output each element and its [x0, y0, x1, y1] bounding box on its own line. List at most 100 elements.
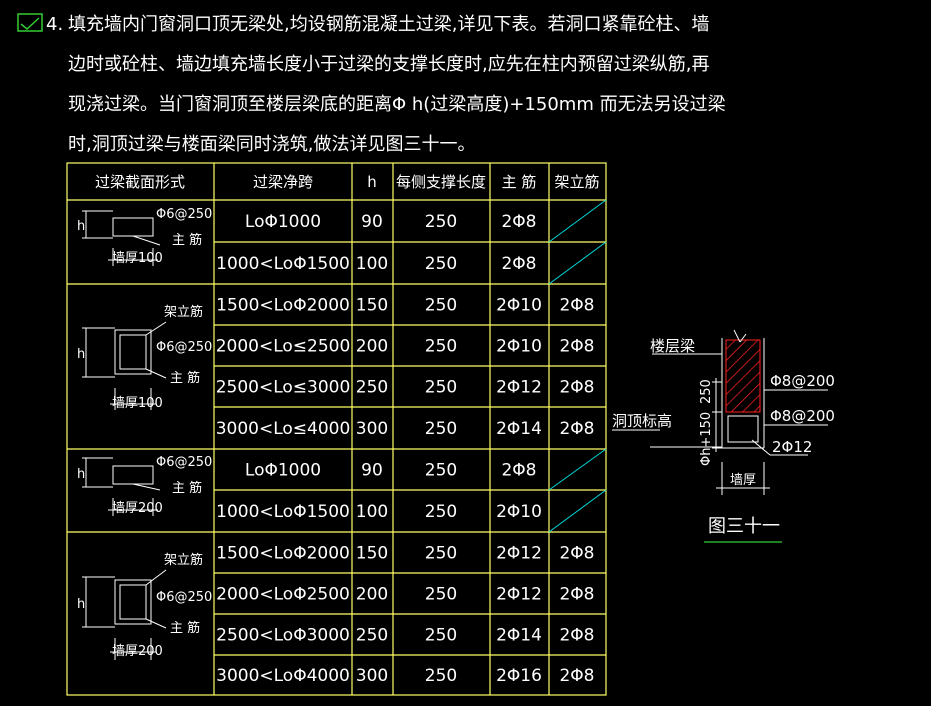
table-cell: 2Φ8 — [559, 296, 594, 316]
sketch-4-main: 主 筋 — [170, 620, 200, 636]
sketch-4-h: h — [77, 597, 85, 612]
header-section: 过梁截面形式 — [95, 173, 185, 191]
table-header: 过梁截面形式 过梁净跨 h 每侧支撑长度 主 筋 架立筋 — [95, 173, 600, 191]
table-cell: 2000<LoΦ2500 — [216, 585, 350, 605]
table-cell: 2Φ10 — [496, 296, 542, 316]
table-cell: 2Φ10 — [496, 502, 542, 522]
table-cell: 1000<LoΦ1500 — [216, 254, 350, 274]
section-sketch-1 — [82, 210, 161, 266]
figure-rebar-main: 2Φ12 — [772, 438, 812, 456]
sketch-3-h: h — [77, 467, 85, 482]
figure-dim-h150: Φh+150 — [699, 412, 714, 466]
table-cell: 250 — [425, 544, 457, 564]
sketch-1-wall: 墙厚100 — [112, 251, 163, 266]
sketch-4-stirrup: Φ6@250 — [156, 590, 212, 605]
sketch-2-wall: 墙厚100 — [112, 396, 163, 411]
figure-wall-label: 墙厚 — [730, 473, 756, 488]
sketch-3-wall: 墙厚200 — [112, 501, 163, 516]
table-cell: 2Φ8 — [559, 585, 594, 605]
section-sketch-4 — [82, 569, 167, 660]
table-cell: 250 — [425, 626, 457, 646]
table-cell: 250 — [425, 212, 457, 232]
table-cell: 1000<LoΦ1500 — [216, 502, 350, 522]
table-cell: 300 — [356, 419, 388, 439]
table-cell: 250 — [425, 419, 457, 439]
table-cell: 2Φ8 — [559, 419, 594, 439]
table-cell: 1500<LoΦ2000 — [216, 296, 350, 316]
table-cell: 2000<Lo≤2500 — [216, 337, 351, 357]
table-cell: 150 — [356, 544, 388, 564]
table-cell: 250 — [425, 378, 457, 398]
table-cell: 250 — [425, 666, 457, 686]
paragraph-line-1: 填充墙内门窗洞口顶无梁处,均设钢筋混凝土过梁,详见下表。若洞口紧靠砼柱、墙 — [68, 14, 709, 35]
table-cell: 2Φ12 — [496, 544, 542, 564]
empty-cell-diagonals — [548, 199, 607, 533]
table-cell: 90 — [361, 212, 383, 232]
sketch-3-main: 主 筋 — [172, 480, 202, 496]
table-cell: 2Φ12 — [496, 378, 542, 398]
sketch-2-h: h — [77, 347, 85, 362]
table-cell: 3000<Lo≤4000 — [216, 419, 351, 439]
table-cell: 2Φ8 — [559, 666, 594, 686]
table-cell: 2500<Lo≤3000 — [216, 378, 351, 398]
paragraph-line-4: 时,洞顶过梁与楼面梁同时浇筑,做法详见图三十一。 — [68, 134, 475, 155]
figure-floor-beam-label: 楼层梁 — [650, 337, 695, 355]
sketch-2-stirrup: Φ6@250 — [156, 340, 212, 355]
figure-rebar-mid: Φ8@200 — [770, 407, 835, 425]
sketch-1-h: h — [77, 219, 85, 234]
sketch-4-top: 架立筋 — [164, 552, 203, 568]
table-cell: 150 — [356, 296, 388, 316]
sketch-1-main: 主 筋 — [172, 232, 202, 248]
table-cell: 2Φ16 — [496, 666, 542, 686]
table-cell: 2Φ14 — [496, 626, 542, 646]
figure-rebar-top: Φ8@200 — [770, 372, 835, 390]
table-cell: 300 — [356, 666, 388, 686]
table-cell: 250 — [425, 254, 457, 274]
table-cell: 250 — [425, 461, 457, 481]
table-cell: 1500<LoΦ2000 — [216, 544, 350, 564]
table-cell: 250 — [425, 585, 457, 605]
section-sketch-3 — [82, 457, 161, 516]
paragraph-line-2: 边时或砼柱、墙边填充墙长度小于过梁的支撑长度时,应先在柱内预留过梁纵筋,再 — [68, 54, 709, 75]
figure-lintel-elev-label: 洞顶标高 — [612, 412, 672, 430]
table-cell: 250 — [425, 337, 457, 357]
table-cell: 2Φ8 — [559, 626, 594, 646]
table-cell: 90 — [361, 461, 383, 481]
table-cell: 2Φ12 — [496, 585, 542, 605]
table-cell: 2Φ8 — [559, 337, 594, 357]
table-cell: 250 — [425, 296, 457, 316]
table-cell: 100 — [356, 502, 388, 522]
table-cell: 200 — [356, 585, 388, 605]
header-erection-rebar: 架立筋 — [554, 173, 599, 191]
sketch-1-stirrup: Φ6@250 — [156, 207, 212, 222]
table-cell: 100 — [356, 254, 388, 274]
table-cell: LoΦ1000 — [245, 212, 321, 232]
table-cell: 2Φ8 — [559, 378, 594, 398]
table-cell: 3000<LoΦ4000 — [216, 666, 350, 686]
paragraph-line-3: 现浇过梁。当门窗洞顶至楼层梁底的距离Φ h(过梁高度)+150mm 而无法另设过… — [68, 94, 726, 115]
sketch-3-stirrup: Φ6@250 — [156, 455, 212, 470]
sketch-4-wall: 墙厚200 — [112, 644, 163, 659]
header-support: 每侧支撑长度 — [396, 173, 486, 191]
table-body: LoΦ1000 90 250 2Φ8 1000<LoΦ1500 100 250 2Φ8 1500… — [216, 212, 595, 686]
table-cell: 2Φ8 — [559, 544, 594, 564]
table-cell: 250 — [425, 502, 457, 522]
figure-dim-250: 250 — [699, 379, 714, 404]
table-grid — [66, 162, 607, 696]
paragraph-number: 4. — [46, 14, 63, 35]
figure-caption: 图三十一 — [708, 516, 780, 537]
table-cell: 2Φ8 — [501, 461, 536, 481]
sketch-2-top: 架立筋 — [164, 304, 203, 320]
section-sketch-2 — [82, 321, 167, 410]
table-cell: 2500<LoΦ3000 — [216, 626, 350, 646]
table-cell: 2Φ10 — [496, 337, 542, 357]
table-cell: 250 — [356, 378, 388, 398]
table-cell: LoΦ1000 — [245, 461, 321, 481]
figure-31-drawing — [612, 329, 828, 543]
table-cell: 2Φ14 — [496, 419, 542, 439]
table-cell: 2Φ8 — [501, 212, 536, 232]
table-cell: 250 — [356, 626, 388, 646]
sketch-2-main: 主 筋 — [170, 370, 200, 386]
checkbox-icon[interactable] — [17, 13, 43, 32]
